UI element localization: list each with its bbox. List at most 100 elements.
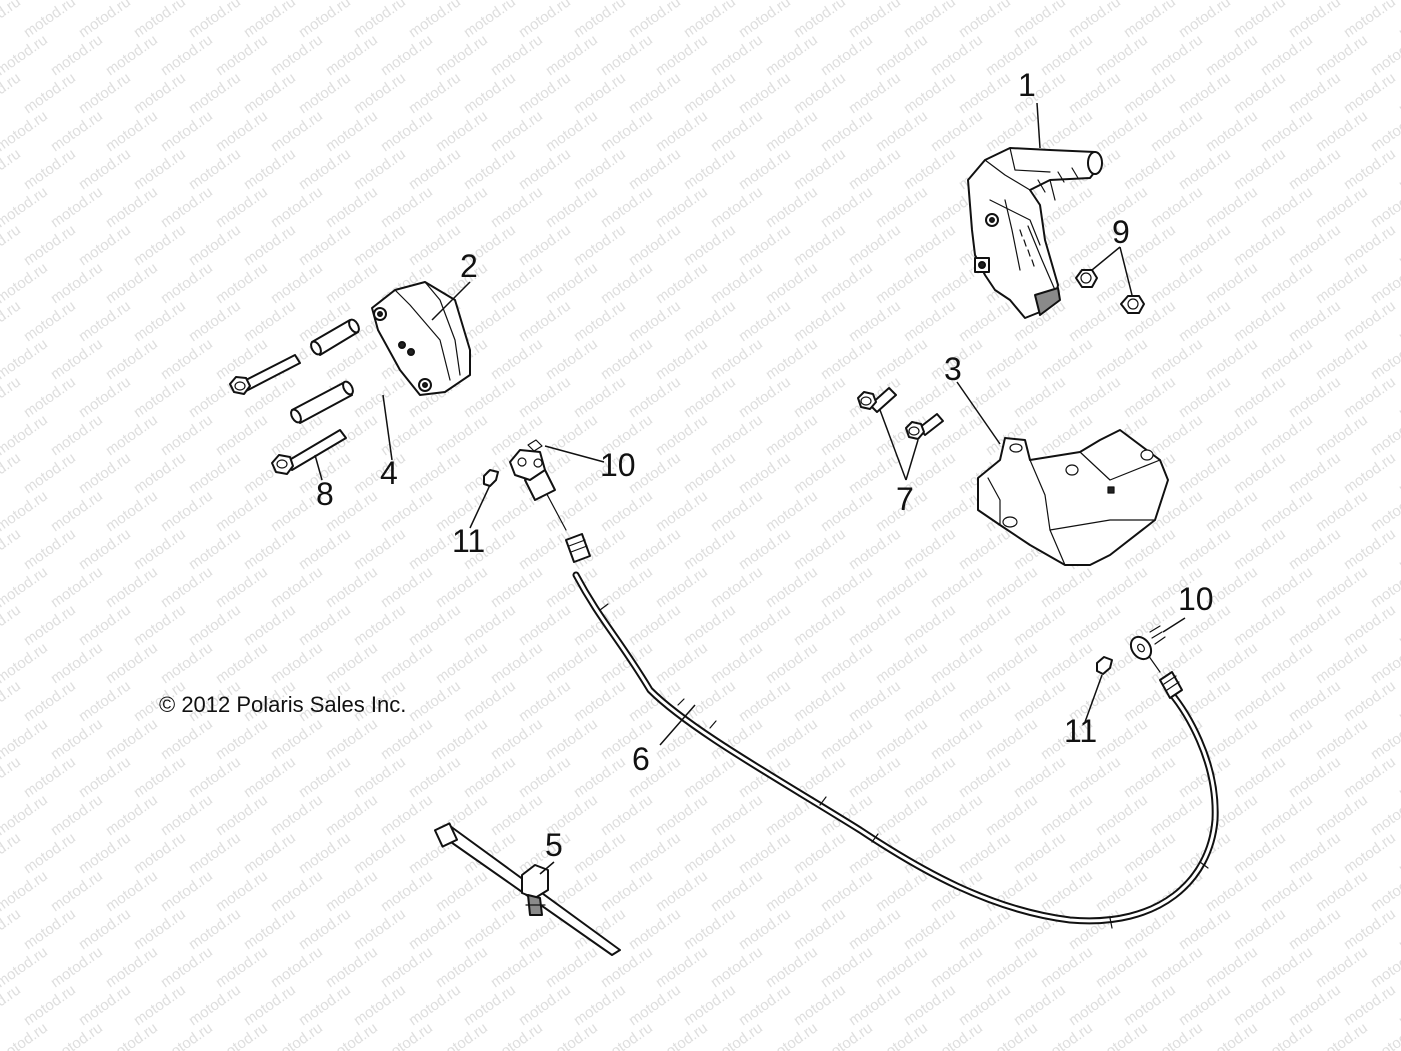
watermark-text: motod.ru [186, 525, 244, 573]
watermark-text: motod.ru [21, 145, 79, 193]
watermark-text: motod.ru [21, 373, 79, 421]
watermark-text: motod.ru [296, 601, 354, 649]
watermark-text: motod.ru [571, 981, 629, 1029]
watermark-text: motod.ru [1121, 69, 1179, 117]
watermark-text: motod.ru [956, 753, 1014, 801]
watermark-text: motod.ru [1258, 335, 1316, 383]
watermark-text: motod.ru [488, 943, 546, 991]
watermark-text: motod.ru [763, 943, 821, 991]
watermark-text: motod.ru [186, 981, 244, 1029]
watermark-text: motod.ru [213, 411, 271, 459]
watermark-text: motod.ru [48, 563, 106, 611]
watermark-text: motod.ru [598, 335, 656, 383]
watermark-text: motod.ru [378, 715, 436, 763]
watermark-text: motod.ru [296, 69, 354, 117]
watermark-text: motod.ru [846, 677, 904, 725]
watermark-text: motod.ru [378, 107, 436, 155]
watermark-text: motod.ru [158, 791, 216, 839]
watermark-text: motod.ru [1231, 145, 1289, 193]
watermark-text: motod.ru [21, 221, 79, 269]
watermark-text: motod.ru [681, 69, 739, 117]
watermark-text: motod.ru [0, 411, 51, 459]
watermark-text: motod.ru [681, 0, 739, 41]
watermark-text: motod.ru [983, 563, 1041, 611]
watermark-text: motod.ru [543, 411, 601, 459]
watermark-text: motod.ru [1038, 791, 1096, 839]
watermark-text: motod.ru [1258, 563, 1316, 611]
watermark-text: motod.ru [873, 107, 931, 155]
watermark-text: motod.ru [791, 677, 849, 725]
watermark-text: motod.ru [21, 0, 79, 41]
watermark-text: motod.ru [818, 107, 876, 155]
watermark-text: motod.ru [708, 411, 766, 459]
watermark-text: motod.ru [653, 259, 711, 307]
watermark-text: motod.ru [598, 867, 656, 915]
part-11-pins [483, 469, 1113, 675]
watermark-text: motod.ru [48, 183, 106, 231]
watermark-text: motod.ru [158, 943, 216, 991]
watermark-text: motod.ru [461, 905, 519, 953]
watermark-text: motod.ru [1231, 677, 1289, 725]
watermark-text: motod.ru [1231, 829, 1289, 877]
watermark-text: motod.ru [1011, 0, 1069, 41]
watermark-text: motod.ru [1176, 69, 1234, 117]
watermark-text: motod.ru [1203, 943, 1261, 991]
watermark-text: motod.ru [818, 563, 876, 611]
watermark-text: motod.ru [323, 31, 381, 79]
watermark-text: motod.ru [1396, 601, 1401, 649]
watermark-text: motod.ru [1093, 1019, 1151, 1051]
watermark-text: motod.ru [351, 905, 409, 953]
watermark-text: motod.ru [956, 69, 1014, 117]
watermark-text: motod.ru [1313, 411, 1371, 459]
callout-4: 4 [380, 455, 398, 491]
watermark-text: motod.ru [433, 411, 491, 459]
watermark-text: motod.ru [268, 1019, 326, 1051]
watermark-text: motod.ru [76, 297, 134, 345]
watermark-text: motod.ru [626, 69, 684, 117]
watermark-text: motod.ru [488, 259, 546, 307]
watermark-text: motod.ru [983, 639, 1041, 687]
watermark-text: motod.ru [1341, 981, 1399, 1029]
watermark-text: motod.ru [708, 335, 766, 383]
watermark-text: motod.ru [0, 601, 24, 649]
watermark-text: motod.ru [0, 297, 24, 345]
watermark-text: motod.ru [1121, 601, 1179, 649]
watermark-text: motod.ru [296, 221, 354, 269]
watermark-text: motod.ru [1313, 183, 1371, 231]
watermark-text: motod.ru [241, 145, 299, 193]
watermark-text: motod.ru [1038, 943, 1096, 991]
watermark-text: motod.ru [653, 867, 711, 915]
watermark-text: motod.ru [516, 373, 574, 421]
watermark-text: motod.ru [76, 221, 134, 269]
watermark-text: motod.ru [1396, 69, 1401, 117]
watermark-text: motod.ru [158, 563, 216, 611]
watermark-text: motod.ru [1203, 639, 1261, 687]
watermark-text: motod.ru [956, 601, 1014, 649]
watermark-text: motod.ru [983, 791, 1041, 839]
watermark-text: motod.ru [433, 715, 491, 763]
watermark-text: motod.ru [1286, 601, 1344, 649]
watermark-text: motod.ru [213, 1019, 271, 1051]
watermark-text: motod.ru [1011, 601, 1069, 649]
watermark-text: motod.ru [1286, 677, 1344, 725]
watermark-text: motod.ru [48, 335, 106, 383]
watermark-text: motod.ru [433, 1019, 491, 1051]
watermark-text: motod.ru [791, 601, 849, 649]
watermark-text: motod.ru [626, 297, 684, 345]
watermark-text: motod.ru [928, 107, 986, 155]
watermark-text: motod.ru [736, 145, 794, 193]
watermark-text: motod.ru [1038, 107, 1096, 155]
watermark-text: motod.ru [1286, 0, 1344, 41]
watermark-text: motod.ru [1286, 829, 1344, 877]
watermark-text: motod.ru [983, 943, 1041, 991]
part-8-bolts [229, 354, 347, 475]
watermark-text: motod.ru [1258, 1019, 1316, 1051]
watermark-text: motod.ru [653, 791, 711, 839]
watermark-text: motod.ru [956, 677, 1014, 725]
watermark-text: motod.ru [406, 221, 464, 269]
watermark-text: motod.ru [1121, 0, 1179, 41]
watermark-text: motod.ru [0, 0, 24, 41]
watermark-text: motod.ru [1148, 259, 1206, 307]
watermark-text: motod.ru [626, 677, 684, 725]
watermark-text: motod.ru [1038, 867, 1096, 915]
